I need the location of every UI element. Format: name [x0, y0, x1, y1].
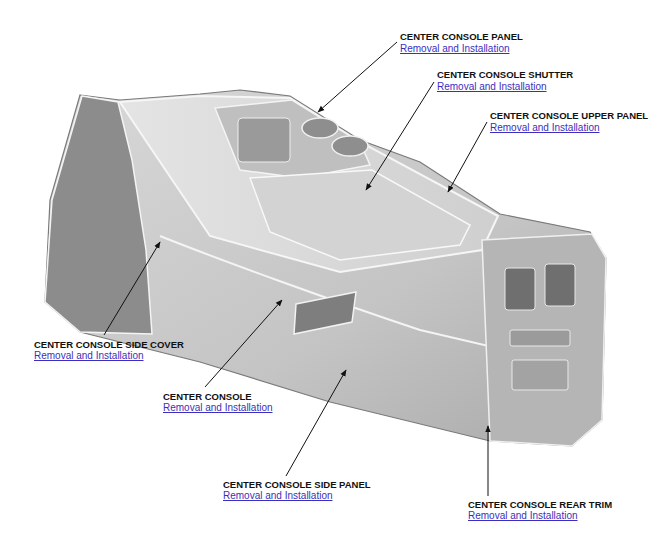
link-text: Removal and Installation [400, 43, 510, 55]
top-surface [120, 96, 498, 272]
part-name: CENTER CONSOLE [163, 391, 252, 403]
rear-vent [545, 264, 575, 306]
side-cover [45, 96, 152, 334]
leader-line [448, 122, 487, 192]
cup-holder [332, 136, 368, 156]
shift-slot [238, 118, 290, 162]
leader-line [205, 300, 282, 387]
link-text: Removal and Installation [223, 490, 333, 502]
console-shutter [250, 170, 470, 260]
leader-line [104, 242, 160, 335]
rear-trim [482, 234, 606, 446]
leader-line [318, 42, 397, 112]
link-text: Removal and Installation [468, 510, 578, 522]
link-text: Removal and Installation [163, 402, 273, 414]
side-pocket [294, 292, 356, 334]
leader-line [366, 82, 434, 190]
part-name: CENTER CONSOLE SIDE COVER [34, 339, 184, 351]
console-panel [215, 100, 370, 178]
link-text: Removal and Installation [34, 350, 144, 362]
part-name: CENTER CONSOLE SIDE PANEL [223, 479, 371, 491]
leader-line [286, 370, 346, 476]
leader-line [488, 426, 489, 496]
cup-holder [302, 118, 338, 138]
part-name: CENTER CONSOLE PANEL [400, 31, 523, 43]
rear-button [512, 360, 568, 390]
rear-button [510, 330, 570, 346]
link-text: Removal and Installation [437, 81, 547, 93]
part-name: CENTER CONSOLE UPPER PANEL [490, 110, 648, 122]
part-name: CENTER CONSOLE SHUTTER [437, 69, 573, 81]
rear-vent [505, 268, 535, 310]
console-body [45, 90, 606, 446]
part-name: CENTER CONSOLE REAR TRIM [468, 499, 612, 511]
link-text: Removal and Installation [490, 122, 600, 134]
